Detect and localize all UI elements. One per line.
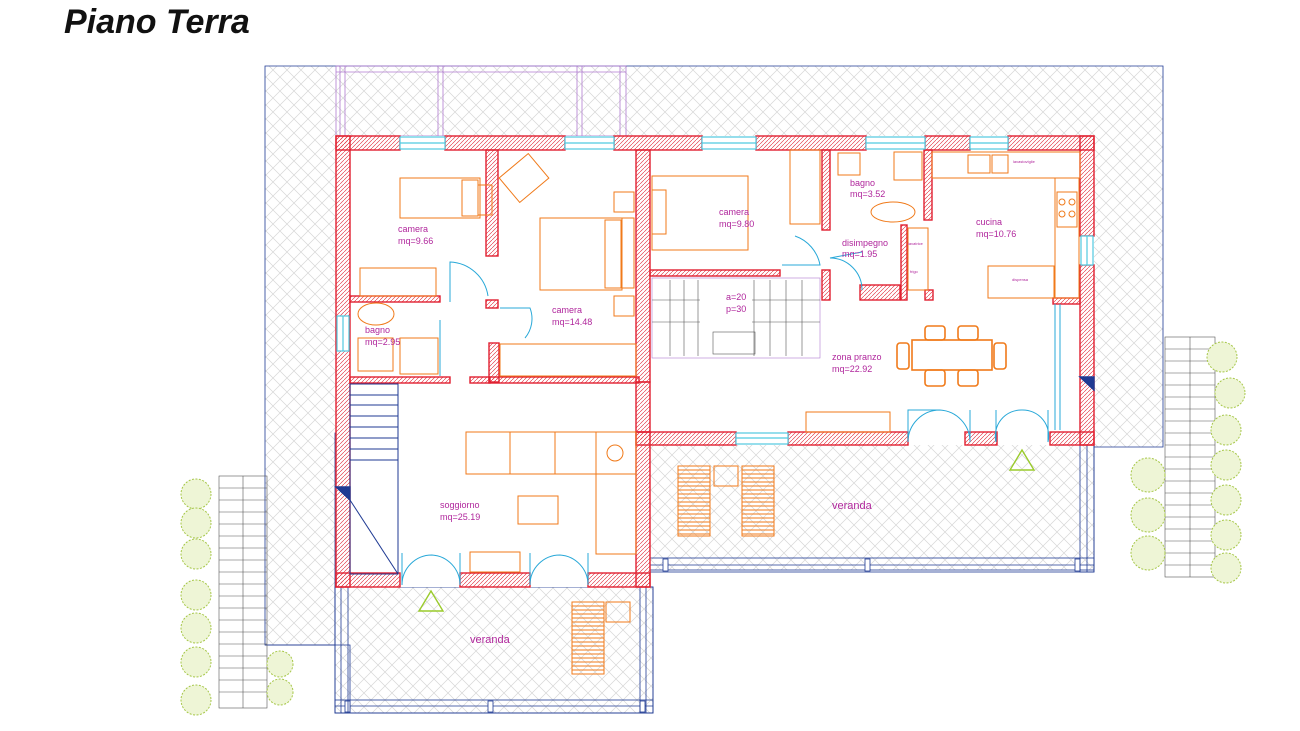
room-area-soggiorno: mq=25.19 (440, 512, 480, 522)
stair-tread-label: p=30 (726, 304, 746, 314)
entry-stair (349, 383, 399, 575)
room-area-camera-3: mq=9.80 (719, 219, 754, 229)
external-stairs-right (1164, 336, 1216, 578)
kitchen-tag-dispensa: dispensa (1012, 277, 1029, 282)
hedge-left (180, 478, 294, 716)
room-labels: camera mq=9.66 camera mq=14.48 camera mq… (365, 159, 1036, 646)
kitchen-tag-lavatrice: lavatrice (908, 241, 924, 246)
room-name-bagno-2: bagno (850, 178, 875, 188)
room-name-cucina: cucina (976, 217, 1002, 227)
room-area-bagno-2: mq=3.52 (850, 189, 885, 199)
room-name-zona-pranzo: zona pranzo (832, 352, 882, 362)
room-area-zona-pranzo: mq=22.92 (832, 364, 872, 374)
doors (401, 235, 1061, 586)
walls (335, 135, 1095, 588)
room-area-cucina: mq=10.76 (976, 229, 1016, 239)
room-name-camera-3: camera (719, 207, 749, 217)
room-area-bagno-1: mq=2.95 (365, 337, 400, 347)
room-name-bagno-1: bagno (365, 325, 390, 335)
room-area-camera-2: mq=14.48 (552, 317, 592, 327)
room-name-disimpegno: disimpegno (842, 238, 888, 248)
stair-rise-label: a=20 (726, 292, 746, 302)
external-stairs-left (218, 475, 268, 709)
page-title: Piano Terra (64, 3, 250, 41)
interior-stair (651, 277, 821, 359)
windows (336, 136, 1094, 445)
room-name-camera-2: camera (552, 305, 582, 315)
pergola (335, 65, 627, 137)
kitchen-tag-lavastoviglie: lavastoviglie (1013, 159, 1036, 164)
room-area-disimpegno: mq=1.95 (842, 249, 877, 259)
veranda-label-east: veranda (832, 500, 873, 512)
furniture (357, 149, 1081, 675)
room-name-soggiorno: soggiorno (440, 500, 480, 510)
kitchen-tag-frigo: frigo (910, 269, 919, 274)
entrance-markers (334, 376, 1095, 612)
veranda-label-south: veranda (470, 634, 511, 646)
room-name-camera-1: camera (398, 224, 428, 234)
room-area-camera-1: mq=9.66 (398, 236, 433, 246)
hedge-right (1130, 341, 1246, 584)
